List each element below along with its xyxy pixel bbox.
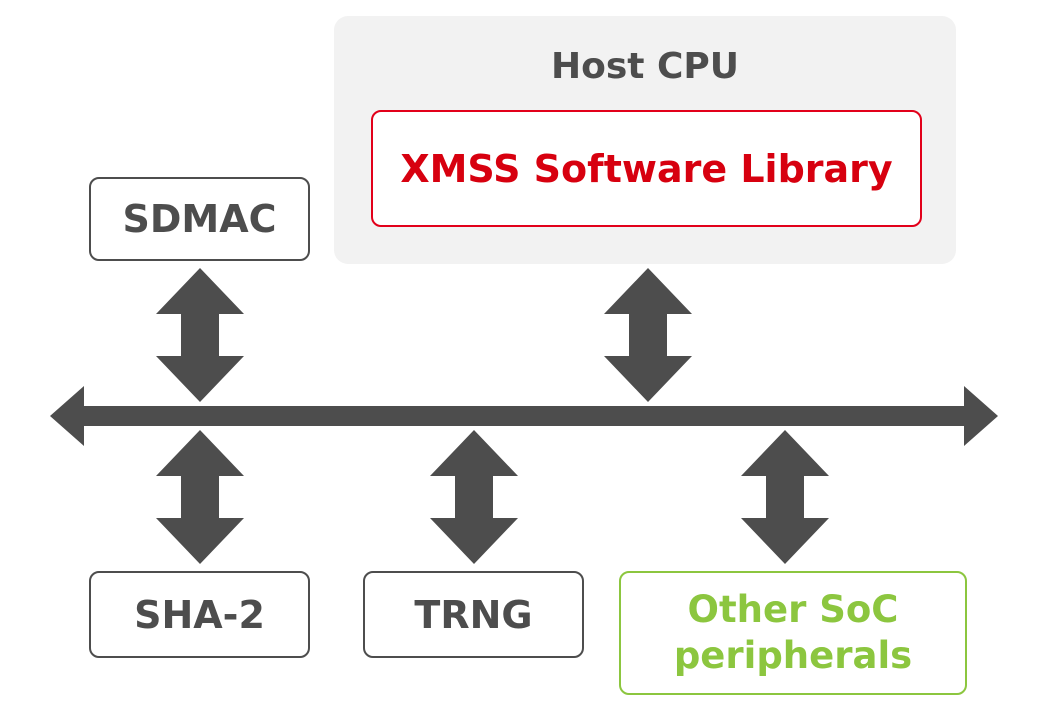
- sha2-box: SHA-2: [89, 571, 310, 658]
- other-soc-peripherals-box: Other SoC peripherals: [619, 571, 967, 695]
- sdmac-box: SDMAC: [89, 177, 310, 261]
- xmss-software-library-box: XMSS Software Library: [371, 110, 922, 227]
- sha2-bus-arrow-icon: [156, 430, 244, 564]
- host-cpu-title: Host CPU: [550, 46, 740, 87]
- sdmac-bus-arrow-icon: [156, 268, 244, 402]
- trng-bus-arrow-icon: [430, 430, 518, 564]
- trng-box: TRNG: [363, 571, 584, 658]
- system-bus-arrow-icon: [50, 386, 998, 446]
- host-bus-arrow-icon: [604, 268, 692, 402]
- other-peripherals-bus-arrow-icon: [741, 430, 829, 564]
